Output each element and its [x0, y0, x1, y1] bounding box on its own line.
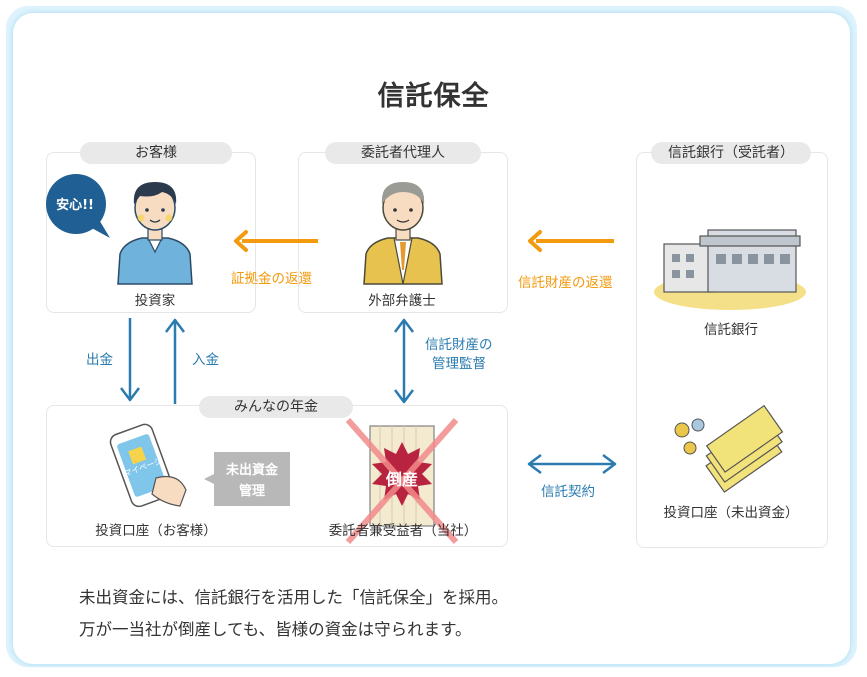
- supervision-label-line1: 信託財産の: [425, 337, 493, 353]
- page-title: 信託保全: [377, 81, 490, 112]
- trust-contract-label: 信託契約: [541, 484, 595, 500]
- lawyer-label: 外部弁護士: [368, 293, 436, 309]
- lawyer-illustration: [363, 182, 443, 285]
- orange-arrow-return-collateral: [234, 230, 318, 252]
- cash-bundle-illustration: [674, 404, 784, 493]
- relief-bubble-text: 安心!!: [56, 198, 94, 213]
- footer-line2: 万が一当社が倒産しても、皆様の資金は守られます。: [79, 620, 472, 639]
- trust-bank-header: 信託銀行（受託者）: [651, 142, 811, 164]
- footer-line1: 未出資金には、信託銀行を活用した「信託保全」を採用。: [79, 588, 508, 607]
- nenkin-header: みんなの年金: [199, 396, 353, 418]
- return-trust-label: 信託財産の返還: [518, 275, 613, 291]
- return-collateral-label: 証拠金の返還: [231, 271, 312, 287]
- agent-header: 委託者代理人: [325, 142, 481, 164]
- unfunded-management-tag-line2: 管理: [238, 484, 265, 499]
- investment-account-unfunded-label: 投資口座（未出資金）: [663, 505, 799, 521]
- investor-illustration: [117, 182, 193, 285]
- gray-tag-shape: [204, 452, 290, 506]
- supervision-label-line2: 管理監督: [432, 356, 486, 372]
- withdraw-arrow-down: [120, 318, 140, 402]
- orange-arrow-return-trust: [528, 230, 614, 252]
- customer-header: お客様: [80, 142, 232, 164]
- bankruptcy-text: 倒産: [385, 470, 418, 489]
- unfunded-management-tag-line1: 未出資金: [225, 463, 278, 478]
- speech-bubble-icon: [46, 174, 110, 238]
- bank-building-illustration: [654, 229, 806, 310]
- investor-label: 投資家: [134, 293, 176, 309]
- trust-bank-box: [636, 152, 828, 548]
- trust-bank-label: 信託銀行: [704, 322, 758, 338]
- deposit-label: 入金: [192, 352, 219, 368]
- trust-contract-arrow: [527, 454, 617, 474]
- withdraw-label: 出金: [86, 352, 113, 368]
- bankruptcy-illustration: [345, 418, 459, 544]
- supervision-arrow-vertical: [394, 318, 414, 404]
- deposit-arrow-up: [165, 318, 185, 404]
- investment-account-customer-label: 投資口座（お客様）: [95, 523, 217, 539]
- beneficiary-label: 委託者兼受益者（当社）: [328, 523, 478, 539]
- smartphone-illustration: [109, 423, 187, 508]
